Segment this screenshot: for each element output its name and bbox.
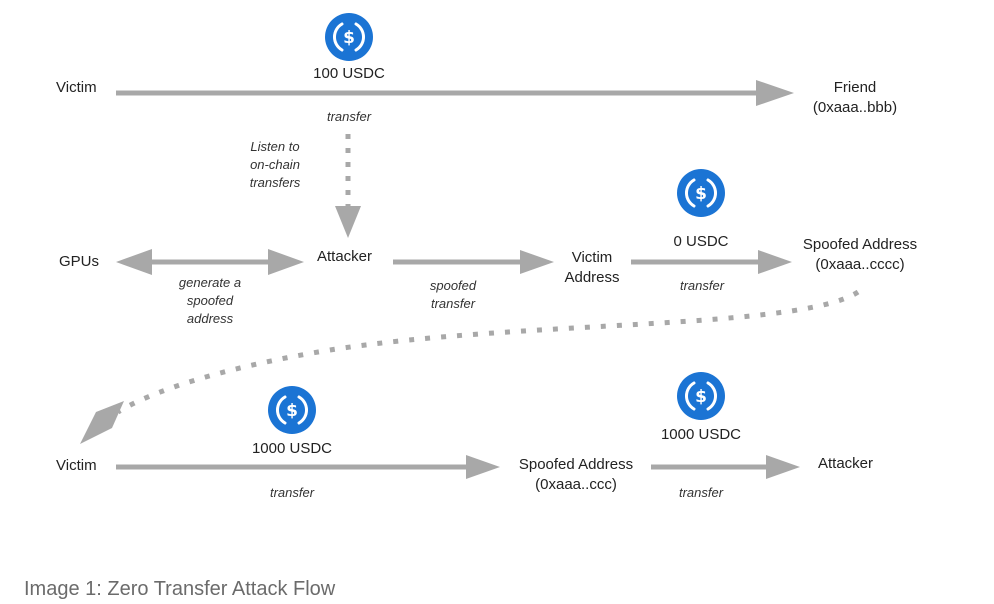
node-friend-name: Friend (833, 79, 877, 96)
node-victim-address-line-1: Victim (571, 249, 613, 266)
edge-label-spoofed-transfer-line-1: spoofed (429, 278, 477, 293)
edge-label-generate-line-2: spoofed (186, 293, 234, 308)
node-gpus: GPUs (59, 253, 100, 270)
figure-caption: Image 1: Zero Transfer Attack Flow (24, 578, 336, 600)
node-victim-address: Victim Address (557, 248, 627, 288)
arrow-victim-address-to-spoofed (631, 250, 792, 274)
arrow-attacker-to-victim-address (393, 250, 554, 274)
amount-bottom-right: 1000 USDC (660, 426, 742, 443)
edge-label-transfer-bottom-right: transfer (678, 485, 724, 500)
usdc-coin-icon (675, 167, 727, 219)
node-victim-address-line-2: Address (564, 269, 620, 286)
edge-label-listen-line-1: Listen to (250, 139, 300, 154)
node-spoofed-bottom-label: Spoofed Address (518, 456, 634, 473)
edge-label-listen-line-3: transfers (249, 175, 301, 190)
arrow-spoofed-to-attacker (651, 455, 800, 479)
amount-bottom-left: 1000 USDC (251, 440, 333, 457)
edge-label-transfer-top: transfer (326, 109, 372, 124)
node-spoofed-mid: Spoofed Address (0xaaa..cccc) (790, 235, 930, 275)
edge-label-spoofed-transfer-line-2: transfer (430, 296, 476, 311)
node-friend: Friend (0xaaa..bbb) (800, 78, 910, 118)
arrow-listen-to-attacker (335, 134, 361, 238)
edge-label-transfer-bottom-left: transfer (269, 485, 315, 500)
node-spoofed-bottom: Spoofed Address (0xaaa..ccc) (506, 455, 646, 495)
node-spoofed-bottom-address: (0xaaa..ccc) (535, 476, 617, 493)
node-victim-bottom: Victim (56, 457, 97, 474)
usdc-coin-icon (266, 384, 318, 436)
usdc-coin-icon (675, 370, 727, 422)
arrow-spoofed-to-victim-curve (80, 289, 860, 444)
amount-top: 100 USDC (313, 65, 385, 82)
edge-label-generate: generate a spoofed address (170, 274, 250, 328)
node-attacker-bottom: Attacker (818, 455, 874, 472)
arrow-gpus-attacker (116, 249, 304, 275)
node-spoofed-mid-address: (0xaaa..cccc) (815, 256, 905, 273)
node-spoofed-mid-label: Spoofed Address (802, 236, 918, 253)
edge-label-transfer-mid: transfer (679, 278, 725, 293)
edge-label-generate-line-1: generate a (178, 275, 242, 290)
amount-mid: 0 USDC (673, 233, 729, 250)
usdc-coin-icon (323, 11, 375, 63)
node-friend-address: (0xaaa..bbb) (812, 99, 898, 116)
edge-label-listen: Listen to on-chain transfers (235, 138, 315, 192)
edge-label-generate-line-3: address (186, 311, 234, 326)
node-attacker-mid: Attacker (317, 248, 373, 265)
arrow-victim-to-spoofed-bottom (116, 455, 500, 479)
arrow-victim-to-friend (116, 80, 794, 106)
node-victim-top: Victim (56, 79, 97, 96)
edge-label-spoofed-transfer: spoofed transfer (418, 277, 488, 313)
edge-label-listen-line-2: on-chain (250, 157, 300, 172)
